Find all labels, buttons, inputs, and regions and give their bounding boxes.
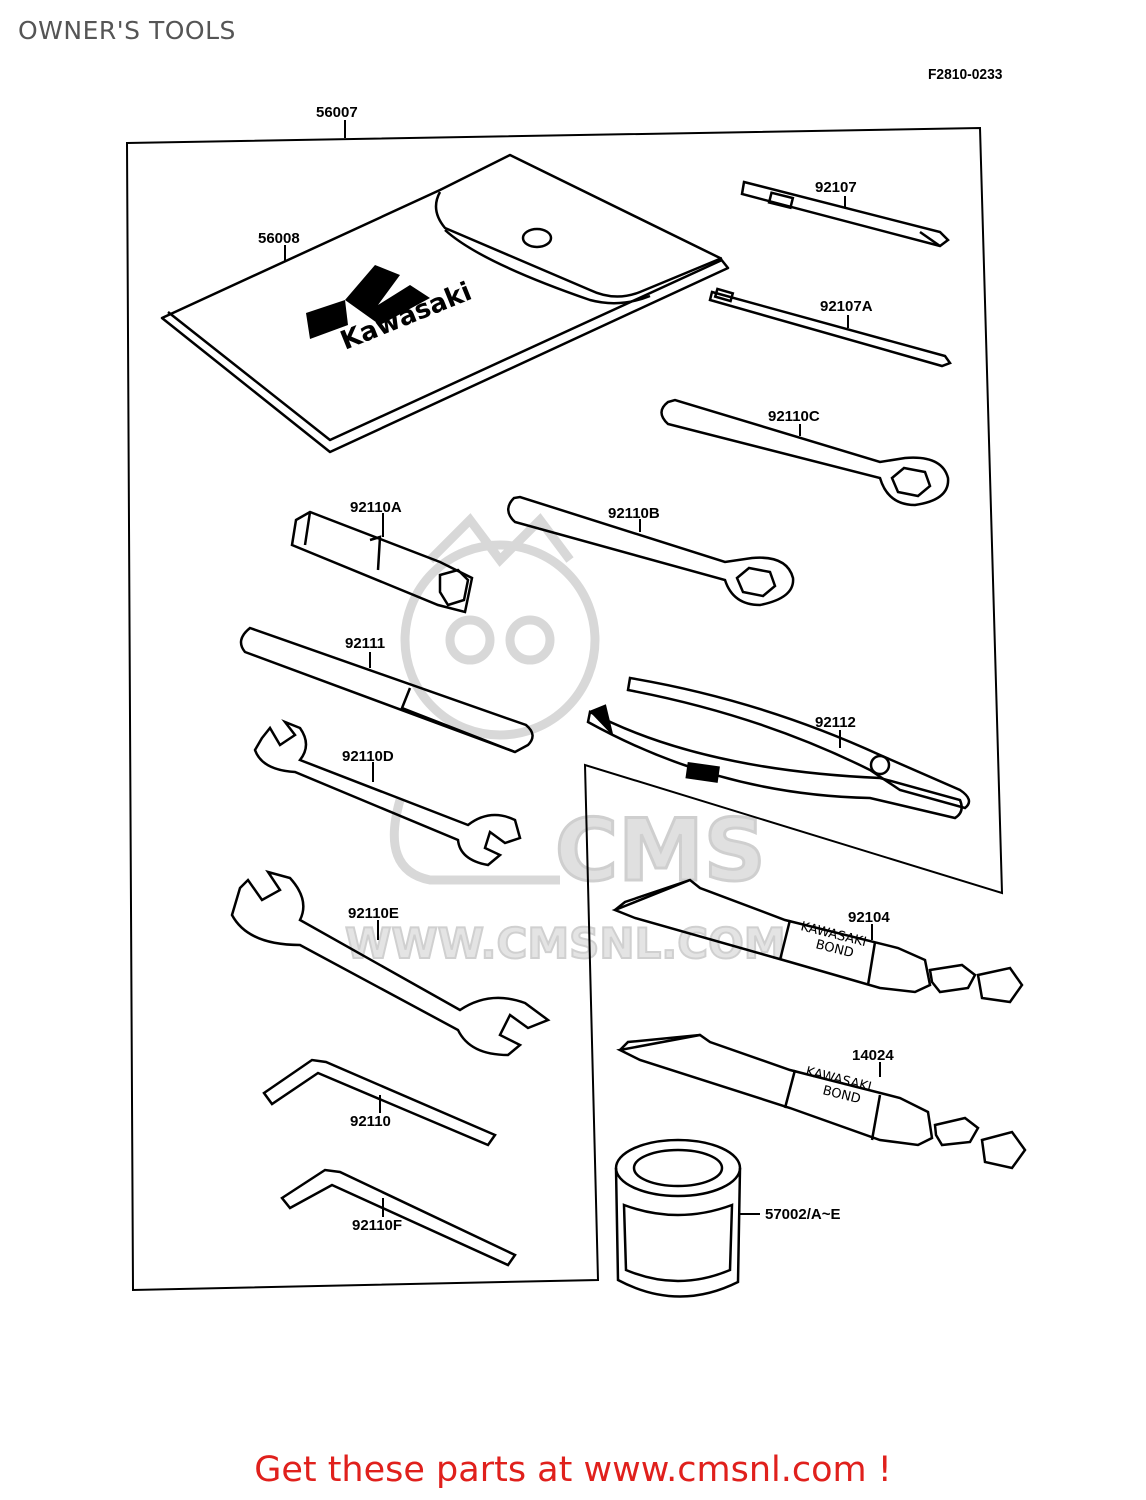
watermark-body — [389, 798, 560, 885]
watermark-eye-left — [445, 615, 495, 665]
open-wrench-92110e — [230, 869, 551, 1057]
label-92110e: 92110E — [348, 905, 399, 922]
screwdriver-92107 — [740, 180, 950, 248]
pouch-snap-button — [521, 227, 553, 249]
label-92110b: 92110B — [608, 505, 660, 522]
watermark-url-text: WWW.CMSNL.COM — [345, 919, 786, 968]
label-92104: 92104 — [848, 909, 890, 926]
label-92112: 92112 — [815, 714, 856, 731]
bond-tube-14024 — [616, 1033, 1027, 1170]
label-56008: 56008 — [258, 230, 300, 247]
wrench-92110c — [660, 398, 950, 507]
watermark-logo-text: CMS — [555, 801, 766, 901]
pouch-logo — [306, 265, 430, 339]
hex-key-92110f — [280, 1168, 517, 1267]
bond-tube-92104 — [611, 878, 1024, 1004]
screwdriver-92107a — [708, 287, 952, 368]
socket-wrench-92110a — [290, 510, 474, 614]
watermark-eye-right — [505, 615, 555, 665]
grease-can-57002 — [614, 1138, 742, 1298]
watermark-face-circle — [400, 540, 600, 740]
label-92107: 92107 — [815, 179, 857, 196]
hex-key-92110 — [262, 1058, 497, 1147]
label-92111: 92111 — [345, 635, 385, 652]
label-92110c: 92110C — [768, 408, 820, 425]
label-92110: 92110 — [350, 1113, 391, 1130]
tool-pouch — [160, 153, 730, 454]
label-92110d: 92110D — [342, 748, 394, 765]
handle-bar-92111 — [239, 626, 534, 754]
label-92107a: 92107A — [820, 298, 873, 315]
watermark-hair — [426, 513, 574, 567]
promo-link[interactable]: Get these parts at www.cmsnl.com ! — [254, 1450, 892, 1490]
label-57002: 57002/A~E — [765, 1206, 840, 1223]
page-title: OWNER'S TOOLS — [18, 16, 236, 45]
label-92110f: 92110F — [352, 1217, 402, 1234]
open-wrench-92110d — [253, 719, 522, 867]
label-56007: 56007 — [316, 104, 358, 121]
wrench-92110b — [507, 495, 795, 607]
kit-frame — [125, 126, 1004, 1292]
diagram-code: F2810-0233 — [928, 66, 1003, 83]
label-14024: 14024 — [852, 1047, 894, 1064]
label-92110a: 92110A — [350, 499, 402, 516]
cms-watermark — [389, 513, 600, 885]
pliers-92112 — [586, 676, 971, 820]
